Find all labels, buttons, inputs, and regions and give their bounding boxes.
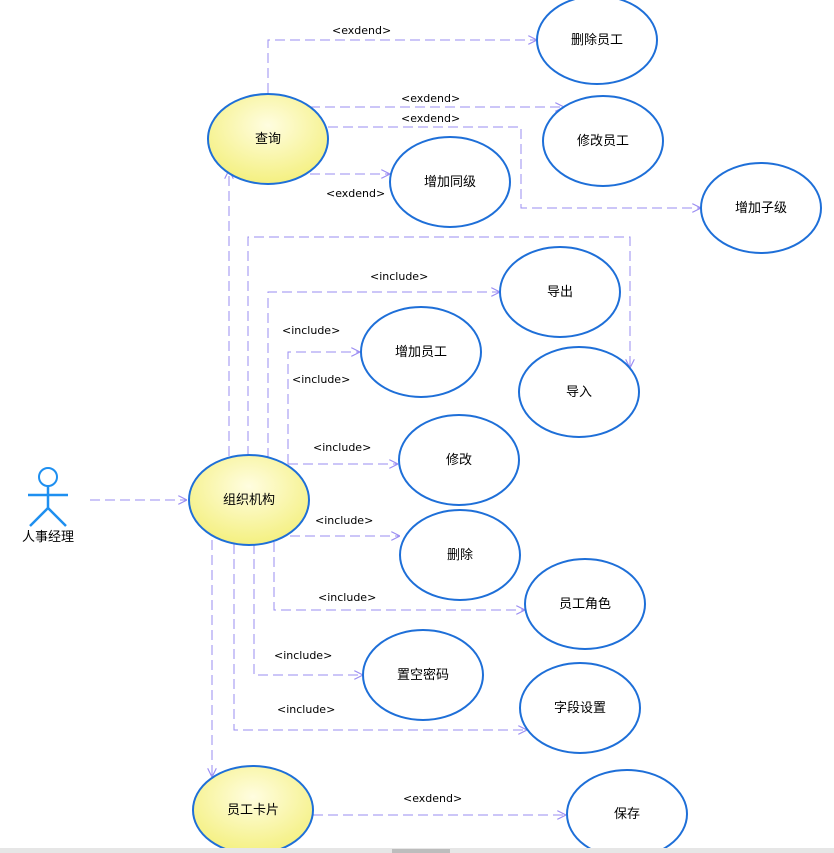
use-case-reset-password[interactable]: 置空密码: [362, 629, 484, 721]
label-query-add-child: <exdend>: [401, 112, 460, 125]
label-org-modify: <include>: [313, 441, 371, 454]
scrollbar-thumb[interactable]: [392, 849, 450, 853]
edge-org-add-employee: [287, 352, 360, 464]
use-case-add-employee[interactable]: 增加员工: [360, 306, 482, 398]
use-case-employee-role-label: 员工角色: [559, 596, 611, 612]
use-case-modify-employee-label: 修改员工: [577, 134, 629, 149]
use-case-add-employee-label: 增加员工: [395, 345, 447, 360]
use-case-query[interactable]: 查询: [207, 93, 329, 185]
use-case-export-label: 导出: [547, 285, 573, 300]
label-org-export: <include>: [370, 270, 428, 283]
label-query-delete-employee: <exdend>: [332, 24, 391, 37]
use-case-add-sibling-label: 增加同级: [424, 175, 476, 190]
label-org-reset-password: <include>: [274, 649, 332, 662]
use-case-employee-card-label: 员工卡片: [227, 803, 279, 818]
use-case-field-settings[interactable]: 字段设置: [519, 662, 641, 754]
use-case-modify[interactable]: 修改: [398, 414, 520, 506]
edge-org-field-settings: [233, 544, 527, 730]
use-case-field-settings-label: 字段设置: [554, 701, 606, 716]
label-card-save: <exdend>: [403, 792, 462, 805]
use-case-org-label: 组织机构: [223, 493, 275, 508]
use-case-add-sibling[interactable]: 增加同级: [389, 136, 511, 228]
use-case-query-label: 查询: [255, 132, 281, 147]
use-case-save[interactable]: 保存: [566, 769, 688, 853]
use-case-delete-employee-label: 删除员工: [571, 33, 623, 48]
use-case-employee-role[interactable]: 员工角色: [524, 558, 646, 650]
actor-right-leg: [47, 507, 67, 527]
edge-query-add-child: [328, 126, 701, 208]
label-org-role: <include>: [318, 591, 376, 604]
use-case-export[interactable]: 导出: [499, 246, 621, 338]
use-case-add-child[interactable]: 增加子级: [700, 162, 822, 254]
use-case-import-label: 导入: [566, 385, 592, 400]
label-query-modify-employee: <exdend>: [401, 92, 460, 105]
use-case-employee-card[interactable]: 员工卡片: [192, 765, 314, 853]
edges: [90, 40, 701, 815]
use-case-org[interactable]: 组织机构: [188, 454, 310, 546]
use-case-save-label: 保存: [614, 807, 640, 822]
edge-org-export: [267, 292, 500, 458]
edge-query-delete-employee: [267, 40, 537, 93]
use-case-modify-employee[interactable]: 修改员工: [542, 95, 664, 187]
use-case-import[interactable]: 导入: [518, 346, 640, 438]
label-query-add-sibling: <exdend>: [326, 187, 385, 200]
actor-label: 人事经理: [22, 530, 74, 545]
use-case-delete[interactable]: 删除: [399, 509, 521, 601]
edge-labels: <exdend> <exdend> <exdend> <exdend> <inc…: [274, 24, 462, 805]
use-case-reset-password-label: 置空密码: [397, 667, 449, 683]
edge-org-import: [247, 236, 630, 456]
use-case-delete-label: 删除: [447, 548, 473, 563]
use-case-modify-label: 修改: [446, 453, 472, 468]
label-org-field-settings: <include>: [277, 703, 335, 716]
actor-left-leg: [29, 507, 49, 527]
edge-org-role: [273, 542, 525, 610]
label-org-import: <include>: [292, 373, 350, 386]
use-case-add-child-label: 增加子级: [735, 201, 787, 216]
actor-hr-manager[interactable]: 人事经理: [22, 467, 74, 545]
edge-org-reset-password: [253, 544, 363, 675]
use-case-delete-employee[interactable]: 删除员工: [536, 0, 658, 85]
label-org-delete: <include>: [315, 514, 373, 527]
actor-head: [38, 467, 58, 487]
label-org-add-employee: <include>: [282, 324, 340, 337]
